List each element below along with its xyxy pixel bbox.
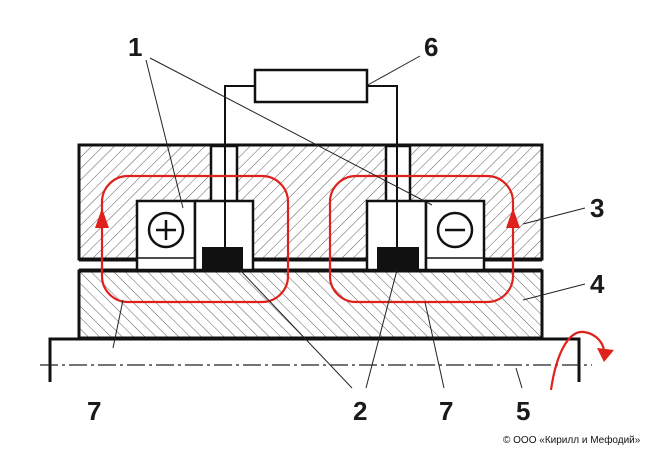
gap-band — [80, 261, 541, 269]
current-loop-left — [100, 174, 290, 304]
copyright: © ООО «Кирилл и Мефодий» — [503, 434, 641, 446]
electrode-left-contact — [202, 247, 243, 269]
label-1: 1 — [128, 32, 142, 62]
lower-block — [77, 269, 544, 340]
wire-left — [224, 85, 255, 247]
electrode-right-contact — [377, 247, 419, 269]
resistor — [253, 68, 369, 104]
label-4: 4 — [590, 269, 605, 299]
label-7-left: 7 — [87, 396, 101, 426]
minus-icon — [436, 211, 474, 249]
label-3: 3 — [590, 193, 604, 223]
arrowhead-icon — [597, 348, 614, 362]
leader-lines — [112, 55, 586, 389]
arrow-up-icon — [95, 208, 109, 228]
label-6: 6 — [424, 32, 438, 62]
negative-terminal-box — [424, 199, 486, 272]
wire-right — [367, 85, 398, 247]
arrow-up-icon — [506, 208, 520, 228]
current-loop-right — [328, 174, 515, 304]
plus-icon — [147, 211, 185, 249]
label-7-right: 7 — [439, 396, 453, 426]
label-5: 5 — [516, 396, 530, 426]
label-2: 2 — [353, 396, 367, 426]
rotation-arrow — [549, 330, 606, 391]
base-plate — [48, 337, 581, 382]
